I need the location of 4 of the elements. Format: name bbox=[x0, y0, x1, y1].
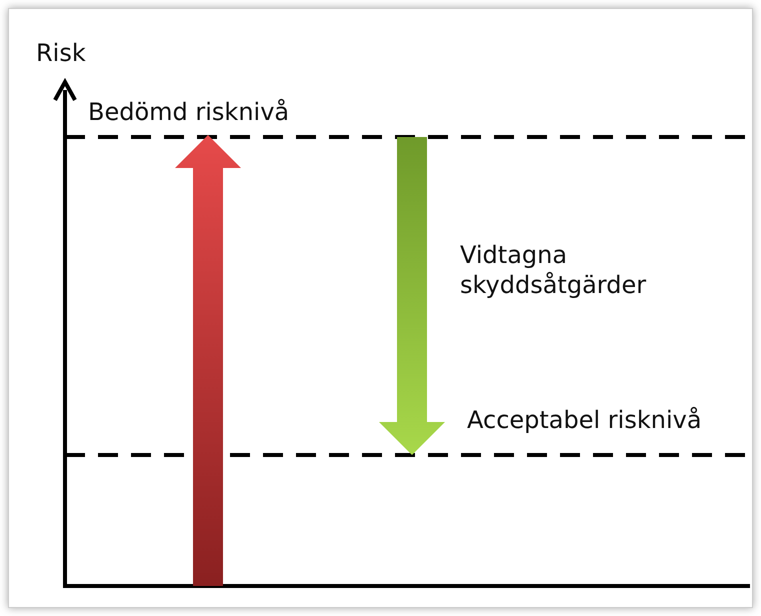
level-label: Bedömd risknivå bbox=[88, 97, 290, 127]
arrow-label: Vidtagna skyddsåtgärder bbox=[460, 240, 648, 300]
level-label: Acceptabel risknivå bbox=[467, 405, 702, 435]
axis-title: Risk bbox=[36, 38, 86, 68]
